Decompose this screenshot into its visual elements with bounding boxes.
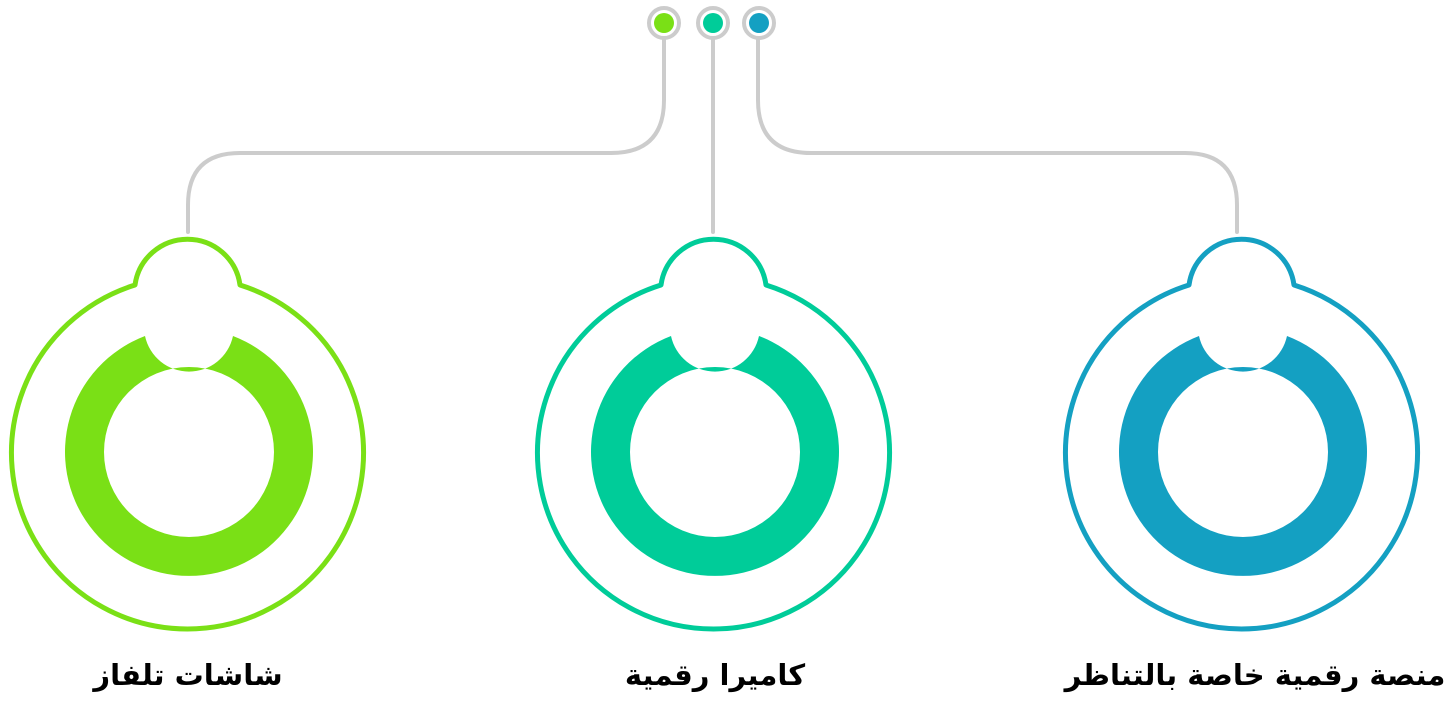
badge-outline-2 — [1063, 236, 1420, 632]
item-label-tv-screens: شاشات تلفاز — [93, 658, 283, 692]
item-1 — [535, 236, 892, 632]
top-dot-0 — [647, 6, 681, 40]
item-label-digital-camera: كاميرا رقمية — [624, 658, 806, 692]
ring-icon — [65, 336, 313, 576]
item-2 — [1063, 236, 1420, 632]
top-dot-2 — [742, 6, 776, 40]
badge-outline-1 — [535, 236, 892, 632]
badge-outline-0 — [9, 236, 366, 632]
connector-right — [756, 38, 1239, 234]
top-dots — [647, 6, 776, 40]
item-0 — [9, 236, 366, 632]
ring-icon — [1118, 336, 1367, 576]
connector-lines — [186, 38, 1239, 234]
top-dot-1 — [696, 6, 730, 40]
item-label-digital-platform: منصة رقمية خاصة بالتناظر — [1064, 658, 1446, 692]
connector-left — [186, 38, 666, 234]
ring-icon — [591, 336, 839, 576]
